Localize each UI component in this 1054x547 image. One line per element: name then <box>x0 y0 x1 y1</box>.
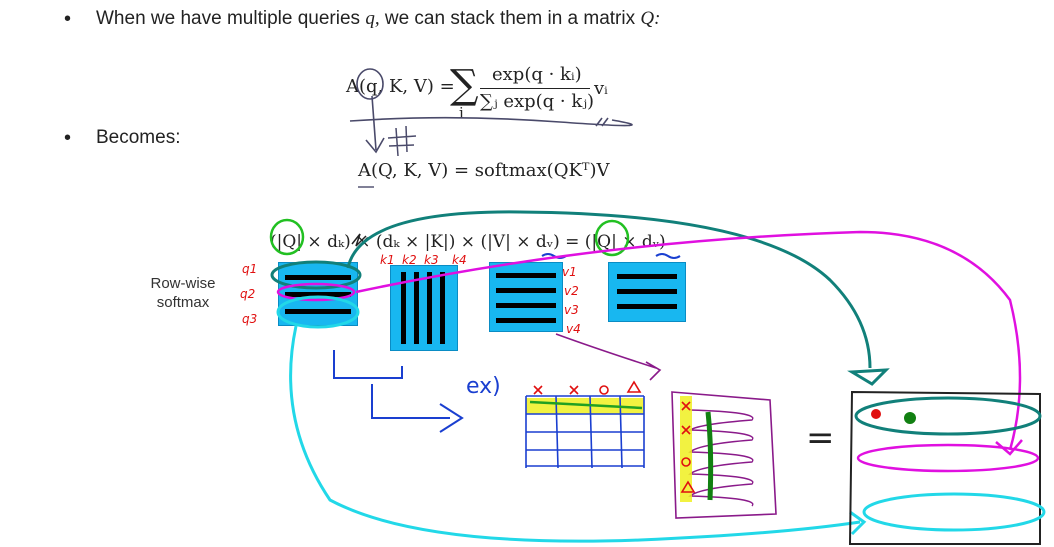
rowwise-softmax-label: Row-wise softmax <box>140 274 226 312</box>
key-label-3: k3 <box>424 253 439 267</box>
bullet-2: • <box>64 127 72 149</box>
ink-scribble <box>351 233 367 247</box>
ink-red-dot <box>871 409 881 419</box>
ink-magenta-circle-q2 <box>276 282 356 302</box>
ink-result-row1-circle <box>854 396 1042 436</box>
equation-1-fraction-bar <box>480 88 590 89</box>
v-matrix <box>489 262 563 332</box>
k-col-3 <box>427 272 432 344</box>
equals-sign: = <box>806 418 835 458</box>
key-label-4: k4 <box>452 253 467 267</box>
ink-double-mark <box>595 117 609 127</box>
q-row-2 <box>285 292 351 297</box>
ink-green-stroke-row <box>529 400 643 410</box>
ink-purple-arrow <box>555 333 662 381</box>
output-matrix <box>608 262 686 322</box>
equation-1-lhs: A(q, K, V) = <box>346 76 455 97</box>
ink-red-o-col <box>681 457 691 467</box>
out-row-2 <box>617 289 677 294</box>
ink-green-stroke-col <box>705 411 714 501</box>
ink-cyan-arc <box>289 325 861 543</box>
line1-Q: Q: <box>640 8 661 29</box>
v-row-4 <box>496 318 556 323</box>
ink-result-box <box>848 390 1041 545</box>
ink-purple-rows <box>687 409 754 507</box>
equation-1-numerator: exp(q · kᵢ) <box>492 64 582 85</box>
ink-hash-mark <box>387 125 417 157</box>
k-col-1 <box>401 272 406 344</box>
q-row-3 <box>285 309 351 314</box>
equation-1-v: vᵢ <box>594 78 608 99</box>
value-label-1: v1 <box>562 265 577 279</box>
q-row-1 <box>285 275 351 280</box>
ink-cyan-arrowhead <box>849 510 867 536</box>
bullet-1: • <box>64 8 72 30</box>
ink-cyan-circle-q3 <box>276 295 360 329</box>
key-label-2: k2 <box>402 253 417 267</box>
ink-red-marks-col <box>680 401 696 493</box>
query-label-1: q1 <box>242 262 258 276</box>
ink-circle-q <box>356 68 384 100</box>
ink-magenta-arrowhead <box>995 439 1023 456</box>
ink-underline-eq1 <box>349 116 633 127</box>
ink-purple-matrix <box>671 391 777 519</box>
k-col-2 <box>414 272 419 344</box>
equation-2: A(Q, K, V) = softmax(QKᵀ)V <box>358 160 610 181</box>
value-label-2: v2 <box>564 284 579 298</box>
rowwise-label-line1: Row-wise <box>150 275 216 292</box>
line1-text: When we have multiple queries <box>96 8 361 29</box>
ink-result-row3-circle <box>862 492 1046 532</box>
ink-green-circle-2 <box>594 219 630 257</box>
bullet-1-text: When we have multiple queries q, we can … <box>96 8 660 30</box>
ex-label: ex) <box>466 374 501 399</box>
ink-teal-arc <box>346 210 872 369</box>
v-row-2 <box>496 288 556 293</box>
query-label-3: q3 <box>242 312 258 326</box>
ink-blue-underline-1 <box>541 253 567 259</box>
ink-blue-underline-2 <box>655 253 681 259</box>
out-row-1 <box>617 274 677 279</box>
k-col-4 <box>440 272 445 344</box>
out-row-3 <box>617 304 677 309</box>
ink-green-dot <box>904 412 916 424</box>
line1-q: q, <box>365 8 380 29</box>
ink-blue-arrow-2 <box>371 384 464 433</box>
v-row-3 <box>496 303 556 308</box>
ink-result-row2-circle <box>856 443 1040 473</box>
equation-1-sum-index: i <box>459 104 464 122</box>
value-label-3: v3 <box>564 303 579 317</box>
ink-magenta-arc <box>355 230 1022 451</box>
ink-blue-arrow-1 <box>333 350 403 379</box>
v-row-1 <box>496 273 556 278</box>
ink-arrow-q <box>365 95 385 154</box>
bullet-2-text: Becomes: <box>96 127 181 148</box>
ink-yellow-highlight-col <box>680 396 692 502</box>
ink-teal-circle-q1 <box>270 260 362 290</box>
key-label-1: k1 <box>380 253 395 267</box>
ink-red-o-top <box>599 385 609 395</box>
rowwise-label-line2: softmax <box>156 294 210 311</box>
value-label-4: v4 <box>566 322 581 336</box>
ink-green-circle-1 <box>269 218 305 256</box>
ink-teal-arrowhead <box>847 368 890 386</box>
ink-red-marks-top <box>533 380 642 395</box>
line1-text2: we can stack them in a matrix <box>384 8 636 29</box>
equation-1-denominator: ∑ⱼ exp(q · kⱼ) <box>480 91 595 112</box>
equation-1-sum: ∑ <box>450 62 479 108</box>
ink-example-grid <box>525 395 645 469</box>
query-label-2: q2 <box>240 287 256 301</box>
